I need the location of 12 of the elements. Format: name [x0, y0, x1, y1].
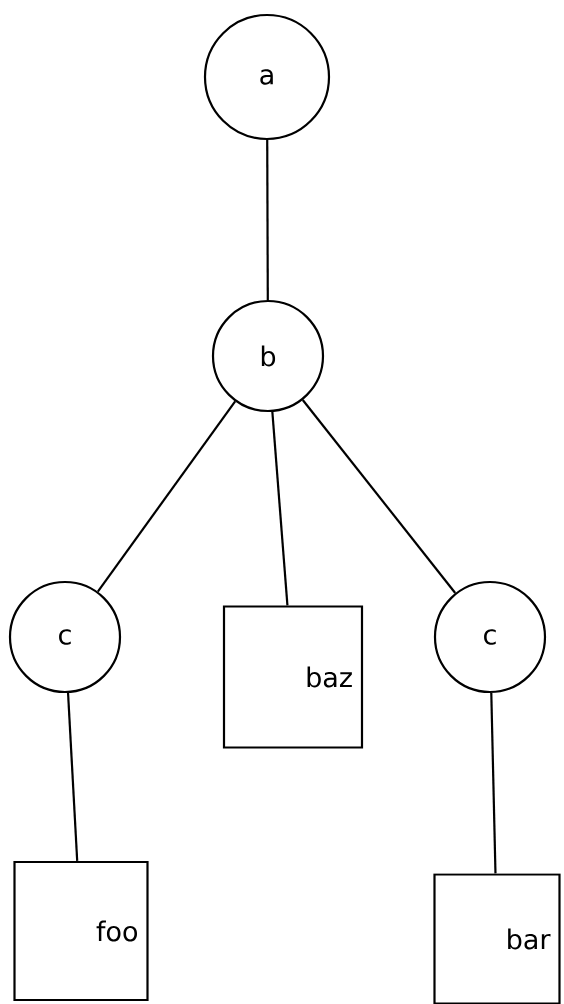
- circle-node: b: [211, 299, 325, 413]
- connector-line: [96, 400, 237, 593]
- connector-line: [490, 693, 497, 874]
- connector-line: [301, 399, 457, 594]
- square-node: baz: [222, 605, 364, 749]
- circle-node: c: [433, 580, 547, 694]
- square-node: foo: [13, 860, 149, 1002]
- connector-line: [271, 411, 289, 606]
- circle-node: a: [203, 13, 331, 141]
- connector-line: [266, 140, 269, 300]
- circle-node: c: [8, 580, 122, 694]
- connector-line: [66, 692, 79, 861]
